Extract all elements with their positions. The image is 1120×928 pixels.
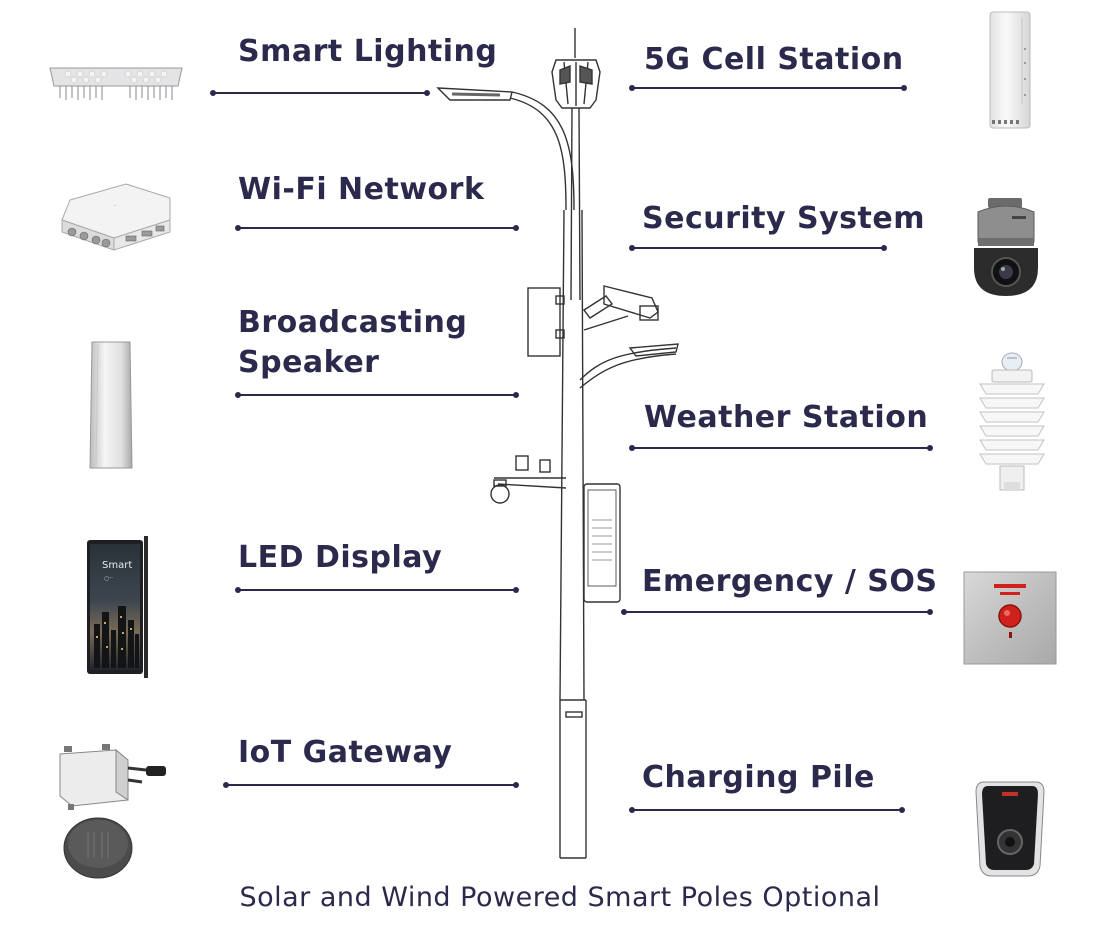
display-screen-text: Smart <box>102 560 132 571</box>
leader-line-broadcasting-speaker <box>235 392 519 398</box>
feature-label-weather-station: Weather Station <box>644 400 929 435</box>
ptz-camera-icon <box>970 196 1042 304</box>
feature-label-wifi-network: Wi-Fi Network <box>238 172 485 207</box>
feature-label-broadcasting-speaker: Broadcasting Speaker <box>238 305 468 380</box>
leader-line-security-system <box>629 245 887 251</box>
ev-charger-icon <box>970 776 1050 880</box>
led-display-panel-icon: Smart ○·· <box>86 536 152 678</box>
leader-line-iot-gateway <box>223 782 519 788</box>
iot-gateway-icon <box>54 740 180 880</box>
column-speaker-icon <box>86 338 136 472</box>
feature-label-emergency-sos: Emergency / SOS <box>642 564 938 599</box>
weather-sensor-icon <box>974 350 1050 494</box>
feature-label-charging-pile: Charging Pile <box>642 760 875 795</box>
leader-line-weather-station <box>629 445 933 451</box>
led-module-icon <box>44 58 189 106</box>
feature-label-iot-gateway: IoT Gateway <box>238 735 453 770</box>
leader-line-charging-pile <box>629 807 905 813</box>
feature-label-security-system: Security System <box>642 201 925 236</box>
feature-label-5g-cell-station: 5G Cell Station <box>644 42 904 77</box>
cell-station-icon <box>982 8 1038 134</box>
feature-label-smart-lighting: Smart Lighting <box>238 34 498 69</box>
leader-line-wifi-network <box>235 225 519 231</box>
caption: Solar and Wind Powered Smart Poles Optio… <box>239 882 881 913</box>
sos-button-icon <box>962 570 1058 666</box>
wifi-access-point-icon: · <box>56 178 176 258</box>
feature-label-led-display: LED Display <box>238 540 443 575</box>
leader-line-5g-cell-station <box>629 85 907 91</box>
leader-line-smart-lighting <box>210 90 430 96</box>
svg-text:·: · <box>114 202 116 210</box>
leader-line-led-display <box>235 587 519 593</box>
svg-text:○··: ○·· <box>104 575 113 582</box>
smart-pole-illustration <box>436 28 679 859</box>
leader-line-emergency-sos <box>621 609 933 615</box>
